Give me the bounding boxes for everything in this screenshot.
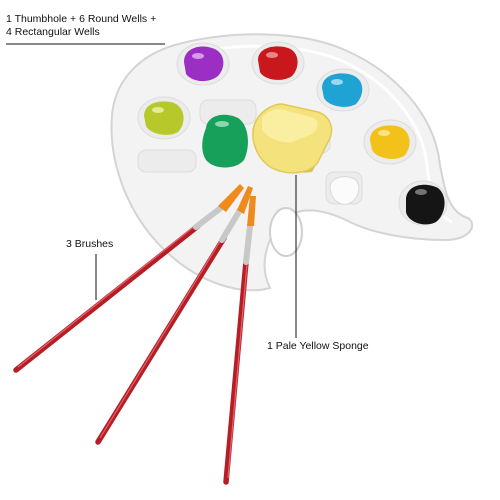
wells-callout-line-2: 4 Rectangular Wells (6, 26, 100, 38)
brush-handle (13, 223, 201, 373)
paint-blue (322, 73, 363, 107)
paint-yellow-green (144, 101, 184, 135)
brushes-callout-label: 3 Brushes (66, 238, 114, 250)
paint-highlight (331, 79, 343, 85)
paint-white (329, 176, 360, 205)
brush (95, 186, 253, 445)
paint-highlight (415, 189, 427, 195)
brush-handle-shine (99, 237, 223, 439)
brush-handle-shine (227, 263, 248, 479)
paint-highlight (215, 121, 229, 127)
sponge (252, 103, 333, 174)
paint-black (406, 184, 445, 225)
brush-handle (223, 259, 249, 485)
brush-handle-shine (17, 224, 197, 368)
sponge-top (262, 109, 318, 143)
paint-red (258, 46, 298, 80)
paint-yellow (370, 125, 410, 159)
brush (13, 184, 244, 373)
wells-callout-label: 1 Thumbhole + 6 Round Wells + 4 Rectangu… (6, 13, 156, 39)
brush-bristles (218, 184, 244, 212)
palette-thumbhole (269, 207, 303, 257)
brush-ferrule (219, 207, 243, 243)
palette-rect-well (137, 149, 197, 173)
brush-bristles (247, 196, 256, 226)
brush-ferrule (193, 204, 225, 230)
brush-ferrule (243, 223, 253, 265)
paint-highlight (152, 107, 164, 113)
wells-callout-line-1: 1 Thumbhole + 6 Round Wells + (6, 13, 157, 25)
brush (223, 196, 256, 485)
paint-green (202, 114, 248, 168)
paint-purple (184, 46, 224, 82)
paint-highlight (192, 53, 204, 59)
paint-highlight (266, 52, 278, 58)
brushes (13, 184, 256, 485)
paint-highlight (378, 130, 390, 136)
brush-bristles (237, 186, 253, 214)
sponge-callout-label: 1 Pale Yellow Sponge (267, 340, 369, 352)
